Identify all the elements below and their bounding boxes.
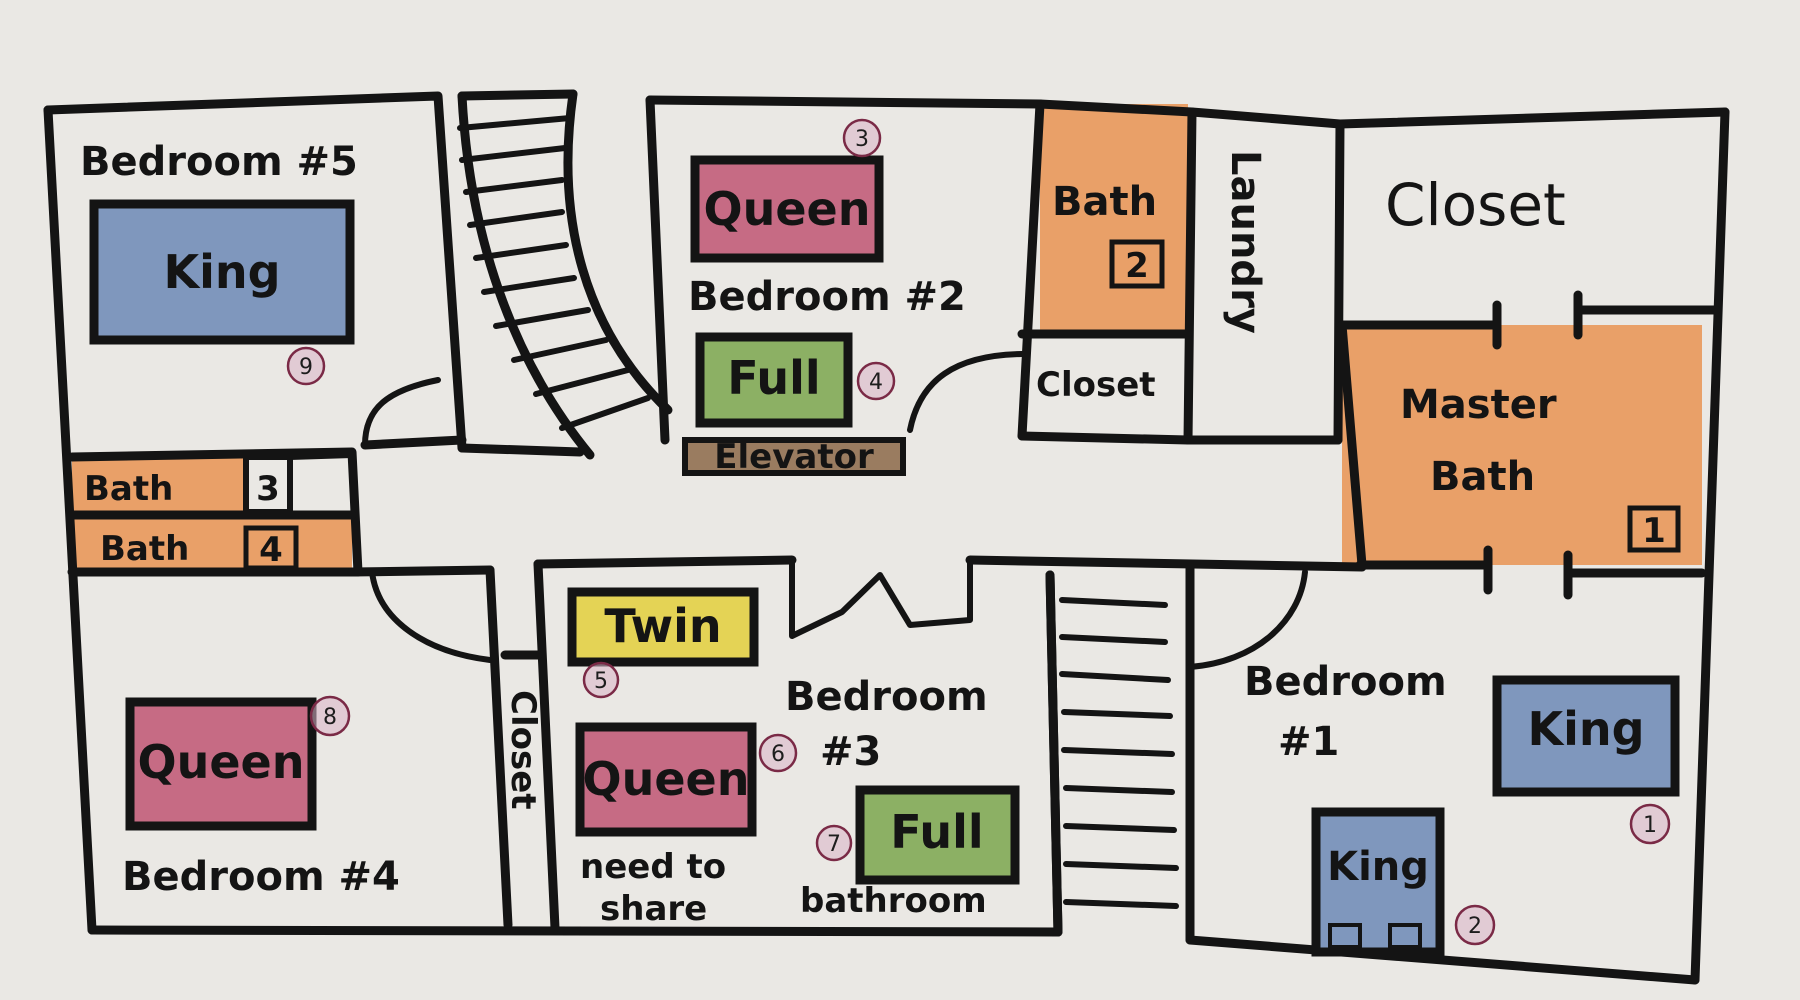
label-bath4: Bath (100, 529, 189, 569)
master-bath-number: 1 (1642, 511, 1666, 551)
bed7-number-circle (815, 824, 853, 862)
bed4-number-circle (856, 361, 896, 401)
bed3-label: Queen (704, 182, 871, 236)
label-bedroom1-line1: Bedroom (1244, 659, 1447, 705)
bed1-king: King 1 (1492, 675, 1680, 845)
bed1-number: 1 (1643, 813, 1657, 838)
bed9-number: 9 (299, 355, 313, 380)
bed5-label: Twin (604, 599, 721, 653)
bed4-full: Full 4 (695, 332, 896, 428)
bed3-number-circle (842, 118, 882, 158)
elevator-box (682, 437, 906, 476)
bed1-label: King (1527, 702, 1644, 756)
bed6-number-circle (758, 733, 798, 773)
label-closet-bedroom4: Closet (503, 690, 543, 810)
bed5-number: 5 (594, 669, 608, 694)
bed9-label: King (163, 245, 280, 299)
label-bath2: Bath (1052, 179, 1157, 225)
label-master-closet: Closet (1385, 171, 1566, 239)
walls (43, 89, 1730, 985)
bath4-number-box (243, 525, 299, 571)
bath2-fill (1040, 104, 1188, 334)
bed6-number: 6 (771, 742, 785, 767)
elevator-label: Elevator (714, 437, 874, 477)
bed7-full: Full 7 (815, 785, 1020, 885)
label-bedroom2: Bedroom #2 (688, 274, 966, 320)
note-shared-line2: share (600, 889, 707, 929)
label-closet-bath2: Closet (1036, 365, 1156, 405)
bed4-label: Full (727, 351, 820, 405)
bed3-number: 3 (855, 127, 869, 152)
bed8-number-circle (309, 695, 351, 737)
bed5-twin: Twin 5 (567, 587, 759, 699)
master-bath-fill (1342, 325, 1702, 565)
note-shared-line1: need to (580, 847, 726, 887)
label-bath3: Bath (84, 469, 173, 509)
note-shared-line3: bathroom (800, 881, 987, 921)
bed8-number: 8 (323, 705, 337, 730)
label-master-bath-line2: Bath (1430, 454, 1535, 500)
bed2-king: King 2 (1311, 807, 1496, 957)
bed8-label: Queen (138, 735, 305, 789)
bath4-fill (72, 515, 352, 572)
bed3-queen: Queen 3 (690, 118, 884, 263)
bed7-number: 7 (827, 832, 841, 857)
label-master-bath-line1: Master (1400, 382, 1557, 428)
bed8-queen: Queen 8 (125, 695, 351, 831)
bath4-number: 4 (259, 530, 283, 570)
bed9-king: King 9 (89, 199, 355, 386)
bath2-number: 2 (1125, 246, 1149, 286)
staircase-bottom (1045, 570, 1179, 937)
staircase-top (457, 89, 673, 460)
bed6-label: Queen (583, 752, 750, 806)
bed2-label: King (1327, 844, 1429, 890)
bed9-number-circle (286, 346, 326, 386)
bed2-pillow-right (1388, 923, 1422, 949)
label-bedroom3-line2: #3 (820, 729, 881, 775)
bed4-number: 4 (869, 370, 883, 395)
bath2-number-box (1109, 239, 1165, 289)
door-swings (369, 351, 1308, 670)
bath3-number: 3 (256, 469, 280, 509)
bed1-number-circle (1629, 803, 1671, 845)
label-laundry: Laundry (1222, 150, 1268, 334)
master-bath-number-box (1627, 505, 1681, 553)
bed2-number: 2 (1468, 914, 1482, 939)
bed6-queen: Queen 6 (575, 722, 798, 837)
bath3-fill (72, 457, 246, 512)
label-bedroom1-line2: #1 (1278, 719, 1339, 765)
label-bedroom5: Bedroom #5 (80, 139, 358, 185)
bed7-label: Full (890, 805, 983, 859)
bed2-pillow-left (1328, 923, 1362, 949)
bed5-number-circle (582, 661, 620, 699)
label-bedroom4: Bedroom #4 (122, 854, 400, 900)
label-bedroom3-line1: Bedroom (785, 674, 988, 720)
bed2-number-circle (1454, 904, 1496, 946)
